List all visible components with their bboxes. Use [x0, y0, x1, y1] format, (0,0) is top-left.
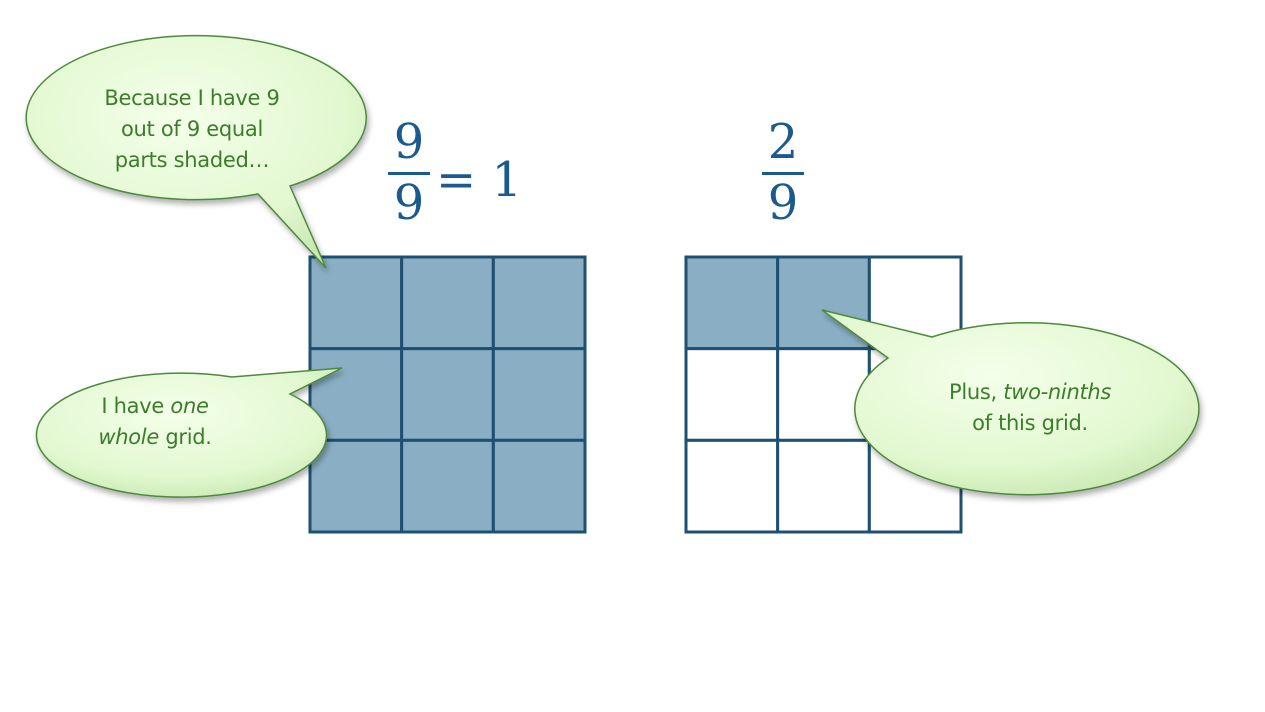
grid-cell-empty [776, 438, 871, 534]
bubble-text: Plus, [948, 380, 1004, 404]
equals-one: = 1 [436, 152, 523, 208]
bubble-left-text: I have one whole grid. [40, 391, 270, 453]
fraction-two-ninths: 2 9 [762, 118, 804, 227]
speech-bubble-top [25, 34, 367, 269]
grid-cell-shaded [684, 255, 780, 351]
bubble-text-line: of this grid. [972, 411, 1088, 435]
bubble-text-line: out of 9 equal [120, 117, 264, 141]
speech-bubble-left [35, 367, 343, 498]
grid-cell-shaded [400, 347, 495, 442]
grid-cell-empty [684, 438, 780, 534]
grid-cell-shaded [491, 255, 587, 351]
bubble-text-emphasis: one [170, 394, 209, 418]
speech-bubble-right [821, 309, 1200, 496]
grid-cell-shaded [308, 438, 404, 534]
grid-cell-shaded [491, 347, 587, 442]
fraction-nine-ninths: 9 9 [388, 118, 430, 227]
fraction-bar [388, 172, 430, 175]
grid-cell-shaded [400, 255, 495, 351]
bubble-right-text: Plus, two-ninths of this grid. [900, 377, 1160, 439]
grid-cell-shaded [308, 255, 404, 351]
bubble-text-emphasis: whole [98, 425, 159, 449]
grid-nine-ninths [308, 255, 587, 534]
grid-cell-shaded [400, 438, 495, 534]
fraction-denominator: 9 [393, 175, 425, 231]
bubble-text-line: parts shaded… [114, 148, 270, 172]
fraction-numerator: 2 [767, 114, 799, 170]
grid-cell-empty [776, 347, 871, 442]
bubble-text-line: Because I have 9 [104, 86, 280, 110]
bubble-text: grid. [158, 425, 212, 449]
grid-cell-empty [684, 347, 780, 442]
fraction-bar [762, 172, 804, 175]
fraction-numerator: 9 [393, 114, 425, 170]
bubble-text-emphasis: two-ninths [1003, 380, 1112, 404]
grid-cell-shaded [491, 438, 587, 534]
fraction-denominator: 9 [767, 175, 799, 231]
bubble-text: I have [101, 394, 171, 418]
bubble-top-text: Because I have 9 out of 9 equal parts sh… [62, 83, 322, 176]
